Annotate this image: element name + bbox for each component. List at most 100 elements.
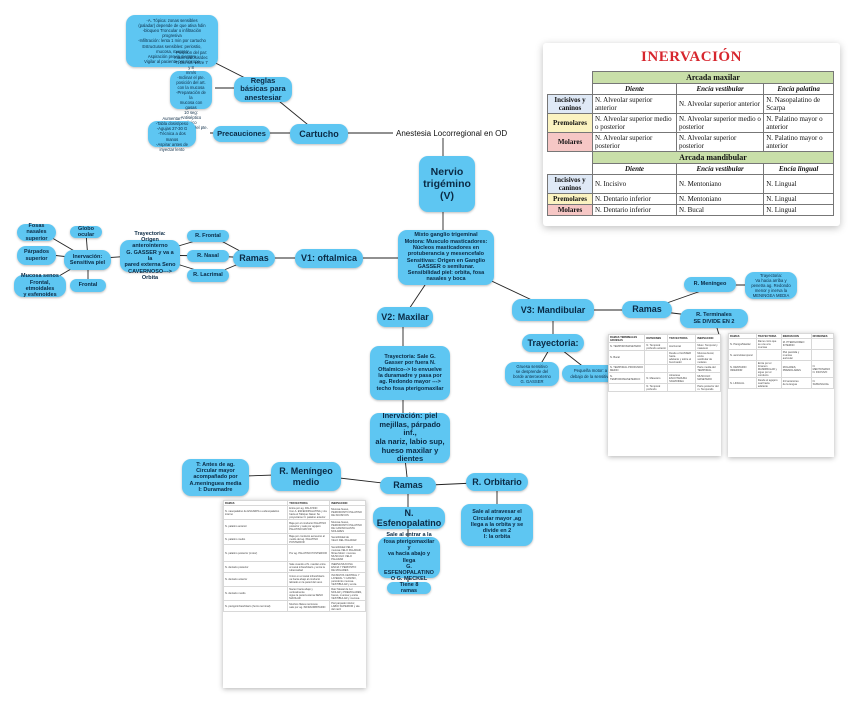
v2-orbitario-node[interactable]: R. Orbitario [466, 473, 528, 491]
blank-cell [547, 71, 593, 84]
table-cell: Parte media del TEMPORAL [695, 364, 721, 373]
nerve-cell: N. Alveolar superior posterior [676, 132, 765, 152]
v2-inervacion-node[interactable]: Inervación: piel mejillas, párpado inf.,… [370, 411, 450, 463]
v3-ramas-node[interactable]: Ramas [622, 301, 672, 318]
v1-frontal-node[interactable]: R. Frontal [187, 230, 229, 242]
table-cell: Unico en el canal infraorbitario va haci… [287, 572, 331, 587]
table-cell: Mucosa hueso, PERIODONTO PALATINO DE CAN… [329, 519, 366, 534]
table-cell: N. Temporal profundo anterior [644, 342, 669, 351]
nerve-cell: N. Lingual [763, 174, 834, 194]
table-cell: MUSCULO MASETERO [695, 372, 721, 384]
mandibular-header: Encía vestibular [676, 163, 765, 175]
v3-mandibular-node[interactable]: V3: Mandibular [512, 299, 594, 321]
v2-orbitario-note[interactable]: Sale al atravesar el Circular mayor ,ag … [461, 504, 533, 546]
v3-trayectoria-node[interactable]: Trayectoria: [522, 334, 584, 352]
table-row: N. nasopalatino de ESCARPA o esfenopalat… [222, 505, 366, 520]
nerve-cell: N. Dentario inferior [591, 193, 678, 205]
v1-trayectoria-node[interactable]: Trayectoria: Origen anterointerno G. GAS… [120, 231, 180, 281]
table-cell: N. palatino posterior (motor) [222, 544, 289, 562]
tooth-group-label: Molares [547, 132, 593, 152]
nerve-cell: N. Lingual [763, 193, 834, 205]
table-cell [644, 364, 669, 373]
mandibular-header: Diente [591, 163, 678, 175]
mucosa-senos-node[interactable]: Mucosa senos Frontal, etmoidales y esfen… [14, 273, 66, 298]
table-cell: N. palatino medio [222, 533, 289, 545]
table-cell: N. SUBLINGUAL [810, 377, 835, 389]
v1-nasal-node[interactable]: R. Nasal [187, 250, 229, 262]
anesthesia-branch-label: Anestesia Locorregional en OD [393, 129, 511, 138]
v2-meningeo-note[interactable]: T: Antes de ag. Circular mayor acompañad… [182, 459, 249, 496]
header-cell: INERVACION [695, 334, 721, 343]
table-cell: N. dentario posterior [222, 561, 289, 573]
v2-maxilar-node[interactable]: V2: Maxilar [377, 307, 433, 327]
mixto-ganglio-node[interactable]: Mixto ganglio trigeminal Motora: Musculo… [398, 230, 494, 285]
v2-esfeno-note[interactable]: Sale al entrar a la fosa pterigomaxilar … [378, 532, 440, 582]
table-cell: Entra por ag. PALATINO Con A. ESFENOPALA… [287, 505, 331, 520]
table-cell: N. dentario medio [222, 586, 289, 601]
table-cell: Horizontal [667, 342, 697, 351]
table-cell: Desde el agujero oval hacia adelante [755, 377, 782, 389]
v1-inervacion-node[interactable]: Inervación: Sensitiva piel [64, 250, 111, 270]
table-cell: Por ag. PALATINO POSTERIOR [287, 544, 331, 562]
v2-meningeo-node[interactable]: R. Meníngeo medio [271, 462, 341, 491]
table-row: N. palatino posterior (motor)Por ag. PAL… [222, 544, 366, 562]
v1-lacrimal-node[interactable]: R. Lacrimal [187, 269, 229, 282]
v2-trayectoria-node[interactable]: Trayectoria: Sale G. Gasser por fuera N.… [370, 346, 450, 400]
table-cell: N. TEMPOROMASETERO [607, 342, 646, 351]
v2-esfenopalatino-node[interactable]: N. Esfenopalatino [373, 507, 445, 529]
table-cell: N. DENTARIO INFERIOR [728, 360, 757, 378]
v3-terminales-node[interactable]: R. Terminales SE DIVIDE EN 2 [680, 309, 748, 328]
panel-title: INERVACIÓN [641, 49, 742, 65]
frontal-zone-node[interactable]: Frontal [70, 279, 106, 292]
nerve-cell: N. Palatino mayor o anterior [763, 113, 834, 133]
v1-ramas-node[interactable]: Ramas [233, 250, 275, 267]
nerve-cell: N. Lingual [763, 204, 834, 216]
table-cell: Sale cuando el N. maxilar entra al canal… [287, 561, 331, 573]
fosas-nasales-node[interactable]: Fosas nasales superior [17, 223, 56, 242]
table-cell: N. TEMPORAL PROFUNDO MEDIO [607, 364, 646, 373]
table-cell: Piel parotida y mucosa auricular [780, 349, 812, 361]
table-cell [667, 383, 697, 392]
v3-meningeo-node[interactable]: R. Meníngeo [684, 277, 736, 292]
v1-oftalmica-node[interactable]: V1: oftalmica [295, 249, 363, 268]
precauciones-node[interactable]: Precauciones [213, 126, 270, 142]
cartucho-node[interactable]: Cartucho [290, 124, 348, 144]
table-cell: N. LINGUAL [728, 377, 757, 389]
globo-ocular-node[interactable]: Globo ocular [70, 226, 102, 238]
table-cell: Raiz Mesial de 1er MOLAR y PREMOLARES, h… [329, 586, 366, 601]
nerve-cell: N. Alveolar superior medio o posterior [676, 113, 765, 133]
table-cell: N. MENTONIANO N. INCISIVO [810, 360, 835, 378]
v3-meningeo-note[interactable]: Trayectoria: Va hacia arriba y penetra a… [745, 272, 797, 299]
table-cell: Sensibilidad de VELO DEL PALADAR [329, 533, 366, 545]
v3-pequena-node[interactable]: Pequeña motor: a debajo de la sensitiva [562, 365, 619, 382]
table-cell: Entra por el foramen MANDIBULAR y sigue … [755, 360, 782, 378]
v2-ramas-node[interactable]: Ramas [380, 477, 436, 494]
header-cell: RAMAS TERMINALES GRUESAS [607, 334, 646, 343]
table-cell: Atraviesa ESCOTADURA SIGMOIDEA [667, 372, 697, 384]
table-cell: MOLARES, PREMOLARES [780, 360, 812, 378]
reglas-note[interactable]: -Posición del par: máxima/dosis/dec -T. … [170, 50, 212, 130]
parpados-node[interactable]: Párpados superior [17, 246, 56, 265]
precauciones-note[interactable]: Aumentar: -Tabla dosis/peso -Agujas 27-3… [148, 116, 196, 152]
nervio-trigemino-node[interactable]: Nervio trigémino (V) [419, 156, 475, 212]
nerve-cell: N. Nasopalatino de Scarpa [763, 94, 834, 114]
reglas-basicas-node[interactable]: Reglas básicas para anestesiar [234, 76, 292, 102]
v3-gruesa-node[interactable]: Gruesa sensitivo se desprende del borde … [505, 362, 559, 386]
table-cell: Muchos filetes nerviosos sale por ag. IN… [287, 600, 331, 612]
tecnica-note[interactable]: -A. Tópica: zonas sensibles (paladar) de… [126, 15, 218, 67]
nerve-cell: N. Dentario inferior [591, 204, 678, 216]
tiene-8-ramas-node[interactable]: Tiene 8 ramas [387, 582, 431, 594]
table-cell: M. PTERIGOIDEO INTERNO [780, 338, 812, 350]
table-cell: N. dentario anterior [222, 572, 289, 587]
